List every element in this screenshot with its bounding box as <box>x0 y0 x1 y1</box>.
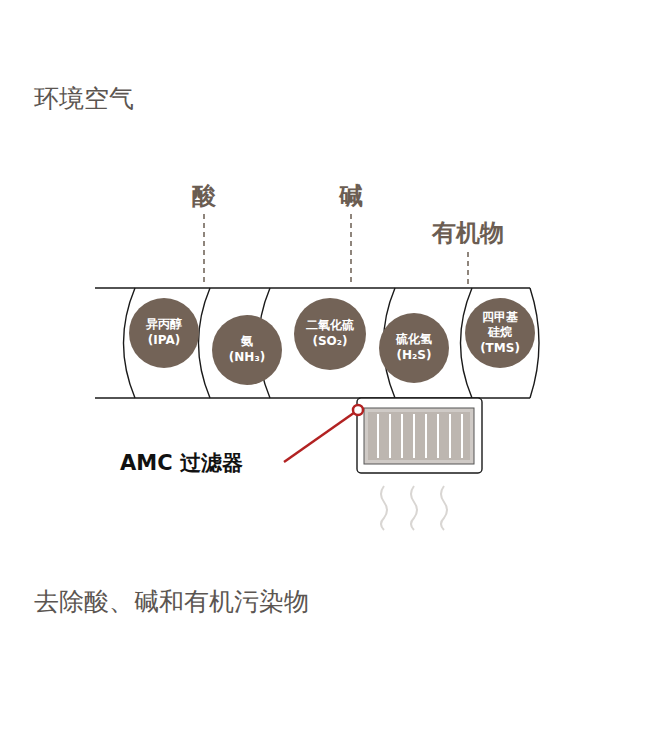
compound-circle: 二氧化硫 (SO₂) <box>294 298 366 370</box>
compound-name: 四甲基 硅烷 (TMS) <box>480 310 520 357</box>
title: 环境空气 <box>34 82 134 115</box>
compound-name: 异丙醇 (IPA) <box>146 317 182 348</box>
part-label: AMC 过滤器 <box>120 449 243 477</box>
filter-leader <box>284 405 363 462</box>
dashed-leader <box>204 214 468 286</box>
category-label: 碱 <box>339 180 363 212</box>
caption: 去除酸、碱和有机污染物 <box>34 585 309 618</box>
compound-circle: 异丙醇 (IPA) <box>129 298 199 368</box>
compound-circle: 四甲基 硅烷 (TMS) <box>465 298 535 368</box>
airflow-waves <box>381 486 447 530</box>
compound-name: 硫化氢 (H₂S) <box>396 332 432 363</box>
category-label: 酸 <box>192 180 216 212</box>
filter-unit <box>357 398 482 473</box>
compound-circle: 氨 (NH₃) <box>212 315 282 385</box>
compound-name: 氨 (NH₃) <box>229 334 265 365</box>
compound-name: 二氧化硫 (SO₂) <box>306 318 354 349</box>
tube <box>95 288 539 398</box>
category-label: 有机物 <box>432 217 504 249</box>
compound-circle: 硫化氢 (H₂S) <box>379 313 449 383</box>
